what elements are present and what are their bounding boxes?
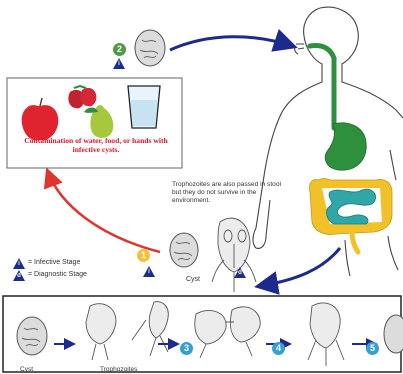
contamination-box [7, 78, 182, 168]
step-3-badge: 3 [180, 342, 193, 355]
infective-stage-icon: i [113, 58, 125, 69]
infective-stage-icon-step1: i [143, 266, 155, 277]
step-5-badge: 5 [366, 342, 379, 355]
legend-diagnostic-label: = Diagnostic Stage [28, 271, 87, 278]
strip-cyst-label: Cyst [20, 366, 33, 373]
cyst-image-step2 [135, 30, 165, 66]
stomach [325, 123, 366, 170]
trophozoite-strip [3, 296, 403, 372]
legend-infective-icon: i [13, 258, 25, 269]
legend-diagnostic-icon: d [13, 270, 25, 281]
arrow-passed-in-stool [260, 248, 340, 286]
cyst-image-diagnostic [170, 233, 198, 267]
arrow-ingestion [170, 37, 292, 50]
step-1-badge: 1 [137, 249, 150, 262]
trophozoite-image [212, 218, 256, 292]
rectum [352, 232, 358, 252]
strip-cyst-image [17, 317, 47, 355]
step-2-badge: 2 [113, 43, 126, 56]
strip-cyst-final-image [384, 315, 403, 353]
contamination-caption: Contamination of water, food, or hands w… [14, 136, 178, 154]
strip-trophozoites-label: Trophozoites [100, 366, 137, 373]
diagnostic-stage-icon: d [234, 267, 246, 278]
water-glass-image [128, 86, 160, 128]
cyst-label: Cyst [186, 276, 200, 283]
arrow-contamination [48, 172, 160, 252]
trophozoite-note: Trophozoites are also passed in stool bu… [172, 181, 290, 205]
legend-infective-label: = Infective Stage [28, 259, 80, 266]
step-4-badge: 4 [272, 342, 285, 355]
